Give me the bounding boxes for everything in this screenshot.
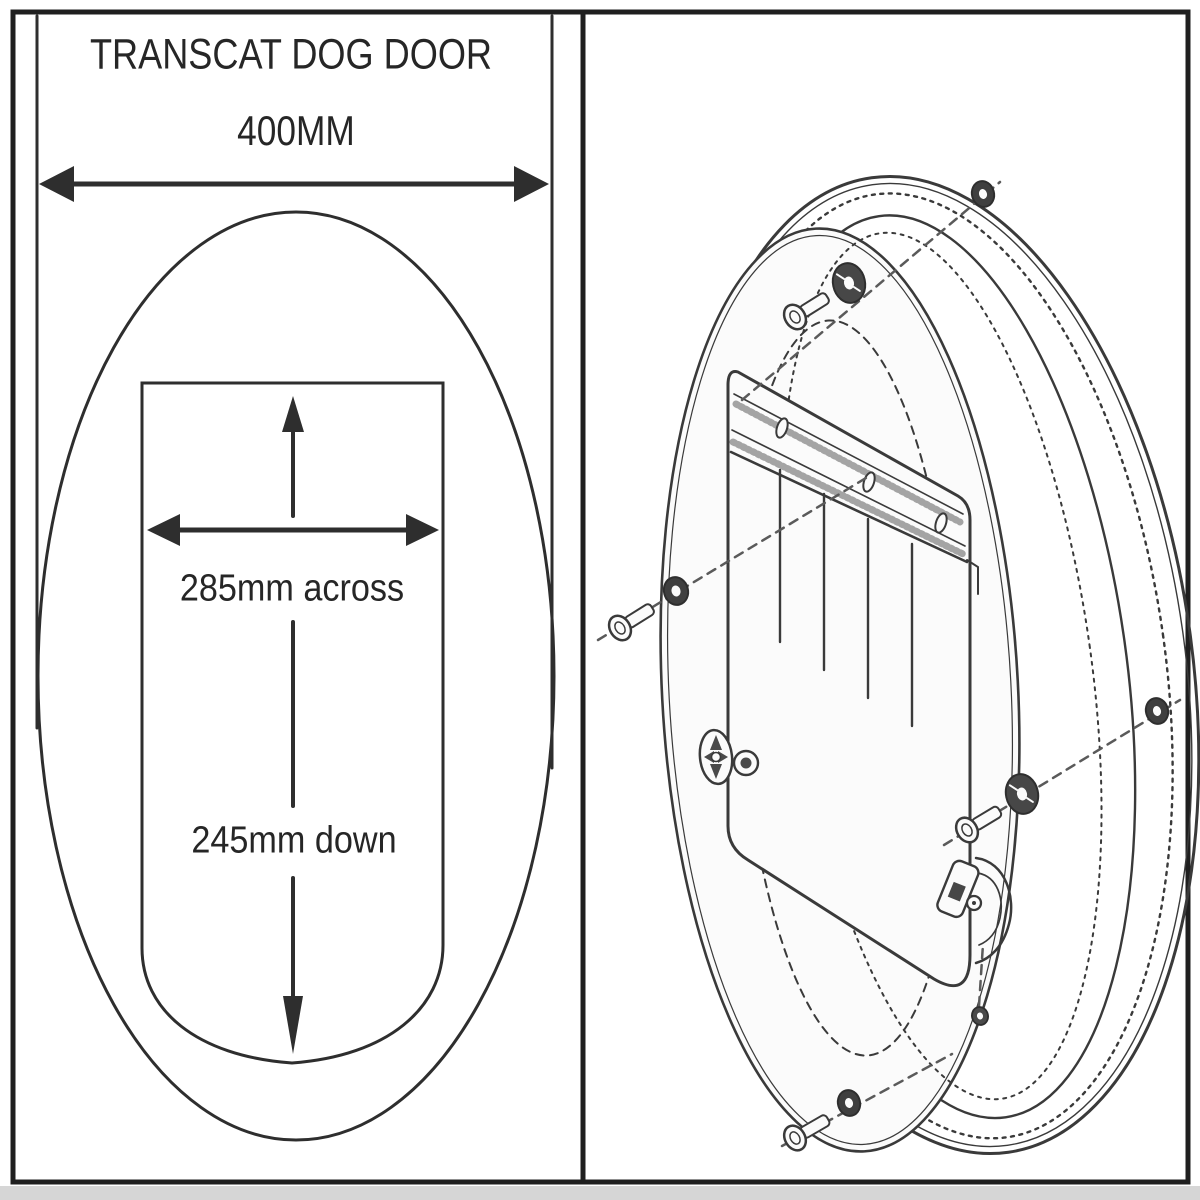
arrowhead-left (147, 514, 180, 546)
overall-width-arrow (39, 166, 549, 202)
arrowhead-down (283, 996, 303, 1054)
screw (782, 1114, 831, 1152)
arrowhead-right (406, 514, 439, 546)
arrowhead-right (514, 166, 549, 202)
screw (607, 603, 655, 642)
washer (831, 262, 867, 304)
nut-small (971, 1006, 989, 1026)
perforation-dots-outer (708, 192, 1174, 1140)
nut (970, 180, 996, 208)
bar-end-step (966, 559, 979, 595)
assembly-panel-art (596, 175, 1200, 1155)
opening-width-label: 285mm across (179, 567, 405, 610)
hatching-top (732, 400, 964, 526)
overall-width-label: 400MM (237, 107, 355, 154)
flap-strips (778, 468, 914, 728)
nut (836, 1089, 862, 1117)
opening-width-arrow (147, 514, 439, 546)
template-panel-art (35, 14, 556, 1142)
outer-border (10, 9, 1191, 1185)
bar-hole (775, 417, 789, 439)
nut (662, 576, 690, 606)
nut (1144, 697, 1170, 725)
vertical-dimension (282, 396, 304, 1054)
knob-nut (732, 749, 760, 777)
bar-hole (934, 512, 948, 534)
locking-knob (698, 728, 760, 786)
footer-gray-strip (0, 1186, 1200, 1200)
screw (954, 805, 1003, 844)
diagram-title: TRANSCAT DOG DOOR (89, 30, 493, 79)
hatching-bottom (729, 438, 969, 559)
flap-frame (726, 370, 972, 988)
arrowhead-up (282, 396, 304, 432)
latch-handle (936, 856, 1013, 965)
opening-height-label: 245mm down (191, 819, 397, 862)
washer (1004, 773, 1040, 815)
door-circle (36, 210, 556, 1142)
screw (782, 292, 830, 331)
arrowhead-left (39, 166, 74, 202)
cutout-shape (140, 381, 445, 1065)
